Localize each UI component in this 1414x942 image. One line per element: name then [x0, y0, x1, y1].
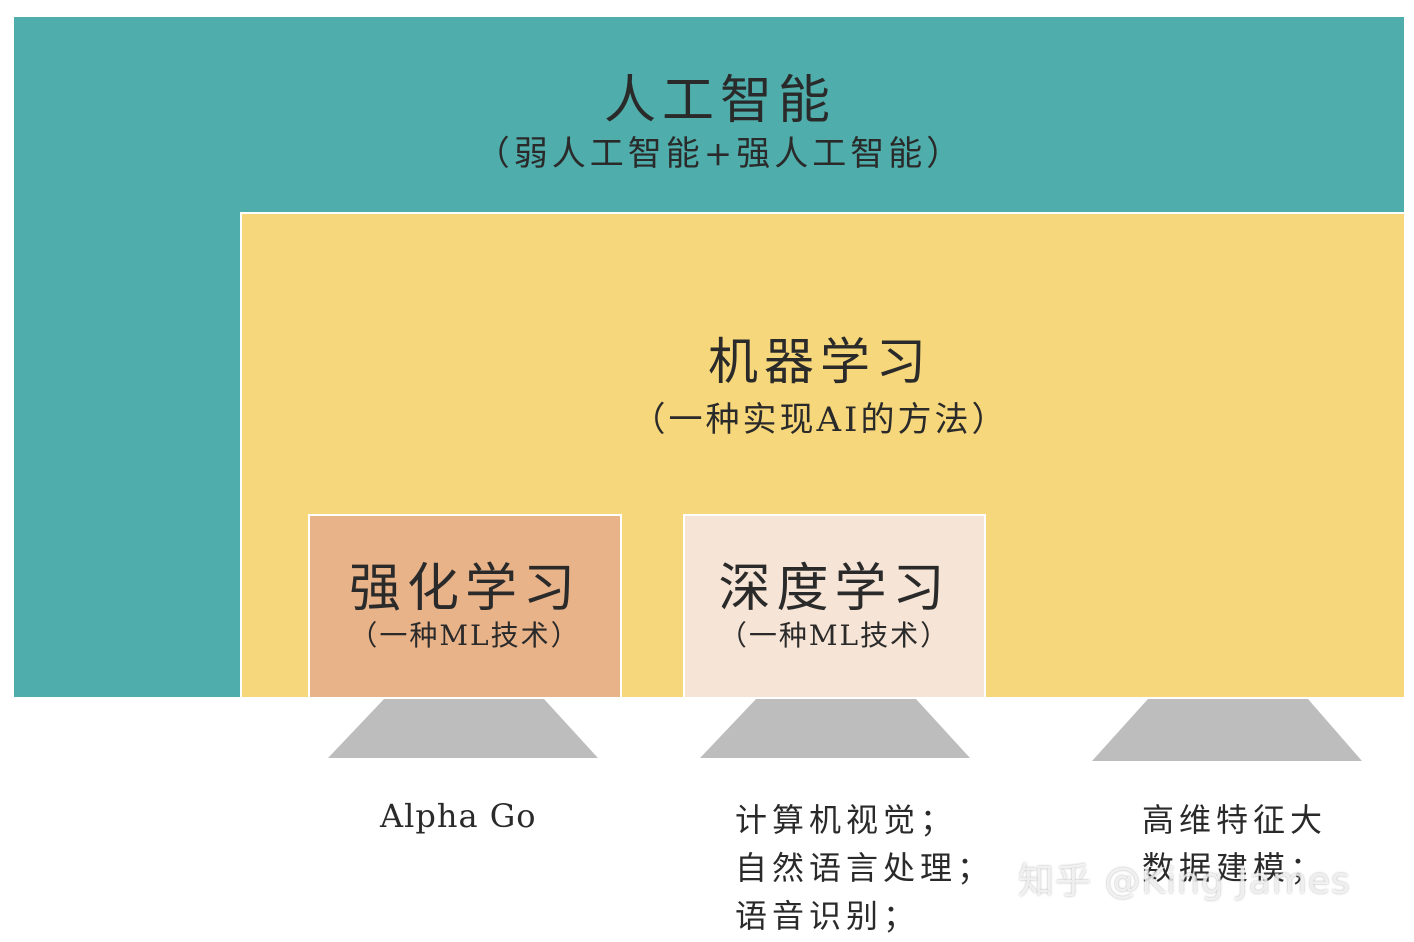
rl-subtitle: （一种ML技术） — [349, 619, 581, 652]
dl-title: 深度学习 — [718, 559, 951, 619]
dl-box: 深度学习 （一种ML技术） — [683, 514, 986, 697]
caption-line: 数据建模； — [1142, 849, 1328, 887]
hd-stand — [1092, 699, 1364, 763]
rl-box: 强化学习 （一种ML技术） — [308, 514, 622, 697]
caption-line: 语音识别； — [735, 897, 921, 935]
ml-title: 机器学习 — [708, 333, 932, 391]
ai-subtitle: （弱人工智能+强人工智能） — [475, 134, 965, 174]
rl-stand — [328, 699, 600, 759]
caption-line: Alpha Go — [380, 797, 537, 835]
rl-title: 强化学习 — [348, 559, 581, 619]
caption-line: 计算机视觉； — [735, 801, 958, 839]
caption-line: 高维特征大 — [1142, 801, 1328, 839]
dl-stand — [700, 699, 972, 759]
dl-subtitle: （一种ML技术） — [718, 619, 951, 652]
dl-caption: 计算机视觉； 自然语言处理； 语音识别； — [735, 796, 994, 940]
ml-subtitle: （一种实现AI的方法） — [631, 400, 1009, 440]
hd-caption: 高维特征大 数据建模； — [1142, 796, 1327, 892]
caption-line: 自然语言处理； — [735, 849, 995, 887]
ai-title: 人工智能 — [603, 71, 836, 131]
watermark: 知乎 @King James — [1018, 861, 1351, 902]
rl-caption: Alpha Go — [380, 792, 537, 840]
